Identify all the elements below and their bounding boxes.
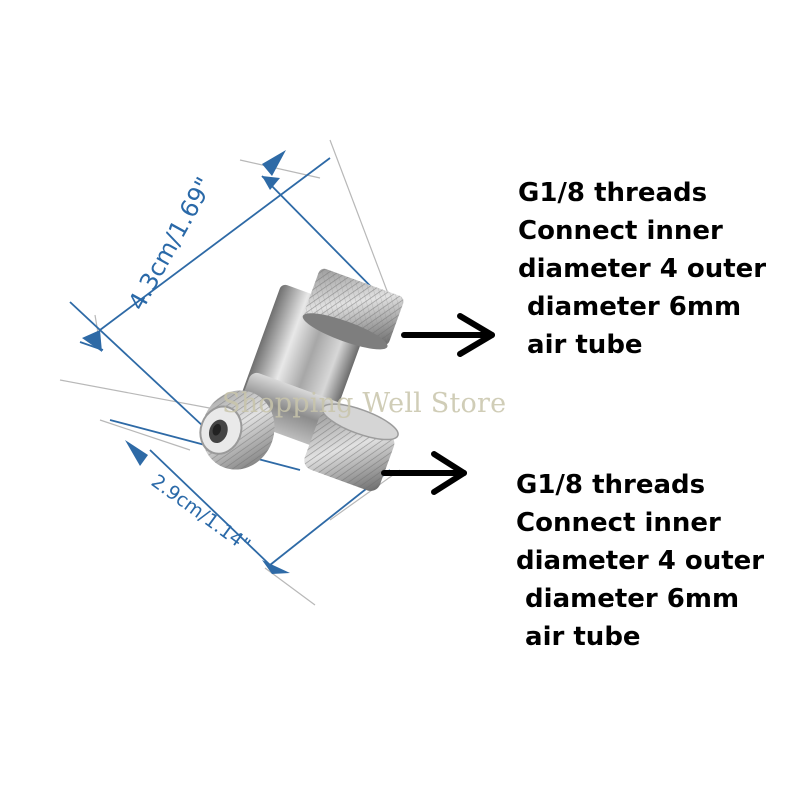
callout-line: air tube xyxy=(516,622,641,652)
store-watermark: Shopping Well Store xyxy=(222,388,507,419)
callout-line: diameter 6mm xyxy=(518,292,742,322)
tee-fitting xyxy=(199,268,404,491)
callout-line: diameter 4 outer xyxy=(518,254,767,284)
callout-line: diameter 4 outer xyxy=(516,546,765,576)
callout-line: Connect inner xyxy=(516,508,721,538)
callout-line: Connect inner xyxy=(518,216,723,246)
arrow-right-icon xyxy=(401,313,495,357)
callout-line: diameter 6mm xyxy=(516,584,740,614)
callout-line: G1/8 threads xyxy=(518,178,708,208)
length-label: 4.3cm/1.69" xyxy=(123,172,219,314)
callout-line: air tube xyxy=(518,330,643,360)
dimension-guides xyxy=(59,139,401,606)
width-label: 2.9cm/1.14" xyxy=(147,470,254,556)
arrow-right-icon xyxy=(381,451,467,495)
length-dimension-line xyxy=(69,150,393,429)
callout-line: G1/8 threads xyxy=(516,470,706,500)
